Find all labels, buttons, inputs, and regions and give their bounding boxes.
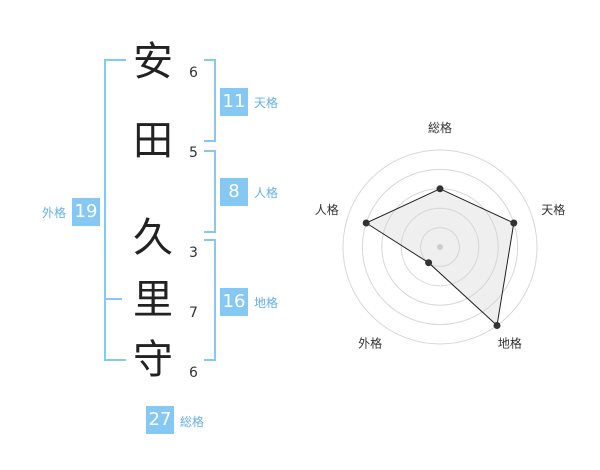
radar-center <box>437 244 443 250</box>
jinkaku-value: 8 <box>220 178 248 206</box>
name-char-2: 田 <box>133 118 173 164</box>
gaikaku-bracket-tick <box>104 298 122 300</box>
stroke-count-3: 3 <box>189 245 198 261</box>
gaikaku-bracket <box>104 59 126 361</box>
stroke-count-2: 5 <box>189 145 198 161</box>
radar-axis-label-3: 地格 <box>498 335 522 350</box>
radar-axis-label-2: 天格 <box>541 202 565 217</box>
jinkaku-label: 人格 <box>254 186 279 200</box>
stroke-count-5: 6 <box>189 365 198 381</box>
radar-ring-2 <box>400 207 480 287</box>
radar-axis-label-1: 総格 <box>428 120 452 135</box>
chikaku-bracket <box>204 239 216 361</box>
tenkaku-label: 天格 <box>254 96 279 110</box>
chikaku-label: 地格 <box>254 296 279 310</box>
radar-point-5 <box>362 219 370 227</box>
soukaku-value: 27 <box>146 406 174 434</box>
gaikaku-label: 外格 <box>42 206 67 220</box>
tenkaku-value: 11 <box>220 88 248 116</box>
name-char-3: 久 <box>133 215 173 261</box>
name-char-4: 里 <box>133 277 173 323</box>
soukaku-label: 総格 <box>180 415 205 429</box>
name-char-5: 守 <box>133 337 173 383</box>
stroke-count-4: 7 <box>189 305 198 321</box>
radar-axis-label-5: 人格 <box>315 202 339 217</box>
radar-ring-1 <box>420 227 460 267</box>
radar-point-2 <box>510 219 518 227</box>
name-char-1: 安 <box>133 39 173 85</box>
stroke-count-1: 6 <box>189 65 198 81</box>
radar-ring-4 <box>361 168 519 326</box>
chikaku-value: 16 <box>220 288 248 316</box>
radar-axis-label-4: 外格 <box>358 335 382 350</box>
radar-point-4 <box>425 259 433 267</box>
tenkaku-bracket <box>204 59 216 142</box>
jinkaku-bracket <box>204 150 216 233</box>
gaikaku-value: 19 <box>72 198 100 226</box>
radar-point-3 <box>493 321 501 329</box>
radar-series-area <box>365 188 515 327</box>
radar-ring-5 <box>342 149 538 345</box>
radar-point-1 <box>436 185 444 193</box>
